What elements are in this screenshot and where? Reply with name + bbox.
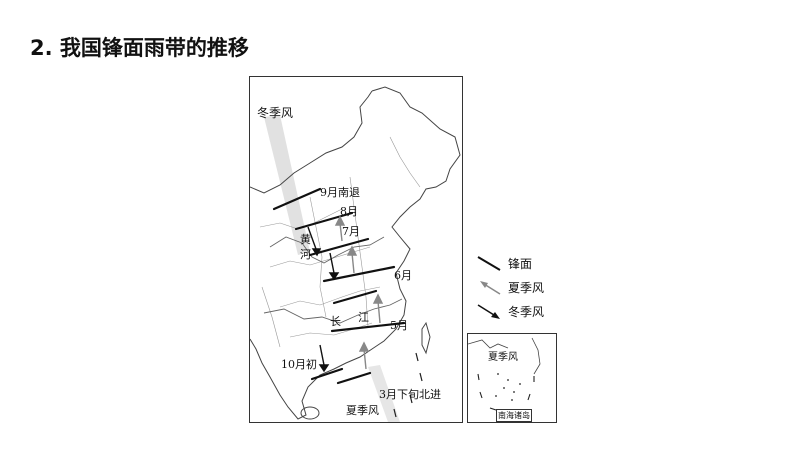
- label-huanghe-1: 黄: [300, 233, 311, 246]
- winter-arrows: [307, 226, 340, 373]
- islands: [495, 373, 521, 401]
- front-line-icon: [477, 256, 501, 271]
- winter-monsoon-band: [264, 115, 310, 255]
- china-west-outline: [250, 90, 373, 194]
- legend-item-summer: 夏季风: [476, 276, 586, 300]
- legend-item-front: 锋面: [476, 252, 586, 276]
- label-may: 5月: [390, 319, 408, 332]
- winter-monsoon-arrow-icon: [477, 304, 500, 319]
- front-sep: [272, 187, 322, 211]
- map-drawing: [250, 86, 461, 422]
- front-mar: [336, 371, 372, 385]
- china-map: 冬季风 9月南退 8月 7月 黄 河 6月 长 江 5月 10月初 3月下旬北进…: [249, 76, 463, 423]
- label-mar-late: 3月下旬北进: [379, 388, 441, 401]
- front-lines: [272, 187, 406, 385]
- label-summer-monsoon: 夏季风: [346, 404, 379, 417]
- front-may: [330, 321, 406, 333]
- hainan-island: [300, 406, 320, 420]
- south-china-sea-inset: 夏季风 南海诸岛: [467, 333, 557, 423]
- front-jul: [308, 237, 370, 257]
- sea-marks: [393, 352, 423, 418]
- summer-monsoon-band: [368, 365, 400, 422]
- china-outline: [250, 86, 461, 420]
- front-oct: [310, 367, 344, 381]
- inset-label-south-sea-islands: 南海诸岛: [496, 409, 532, 422]
- label-huanghe-2: 河: [300, 248, 311, 261]
- inset-label-summer-monsoon: 夏季风: [488, 352, 518, 363]
- label-changjiang-1: 长: [330, 315, 341, 328]
- front-jun: [322, 265, 396, 283]
- nine-dash-line: [477, 373, 535, 413]
- label-jun: 6月: [394, 269, 412, 282]
- yangtze-river: [263, 298, 403, 324]
- summer-monsoon-arrow-icon: [480, 281, 501, 295]
- legend: 锋面 夏季风 冬季风: [476, 252, 586, 324]
- label-aug: 8月: [340, 205, 358, 218]
- label-oct-early: 10月初: [281, 358, 317, 371]
- label-jul: 7月: [342, 225, 360, 238]
- legend-label-winter: 冬季风: [508, 305, 545, 319]
- front-aug: [294, 211, 354, 231]
- label-winter-monsoon: 冬季风: [257, 106, 294, 120]
- label-sep-retreat: 9月南退: [320, 186, 360, 199]
- slide-title: 2. 我国锋面雨带的推移: [30, 36, 249, 60]
- legend-item-winter: 冬季风: [476, 300, 586, 324]
- label-changjiang-2: 江: [358, 311, 369, 324]
- summer-arrows: [334, 215, 384, 370]
- yellow-river: [269, 236, 385, 264]
- legend-label-summer: 夏季风: [508, 281, 545, 295]
- legend-label-front: 锋面: [508, 257, 533, 271]
- taiwan-island: [421, 321, 431, 355]
- front-jun-2: [332, 289, 378, 305]
